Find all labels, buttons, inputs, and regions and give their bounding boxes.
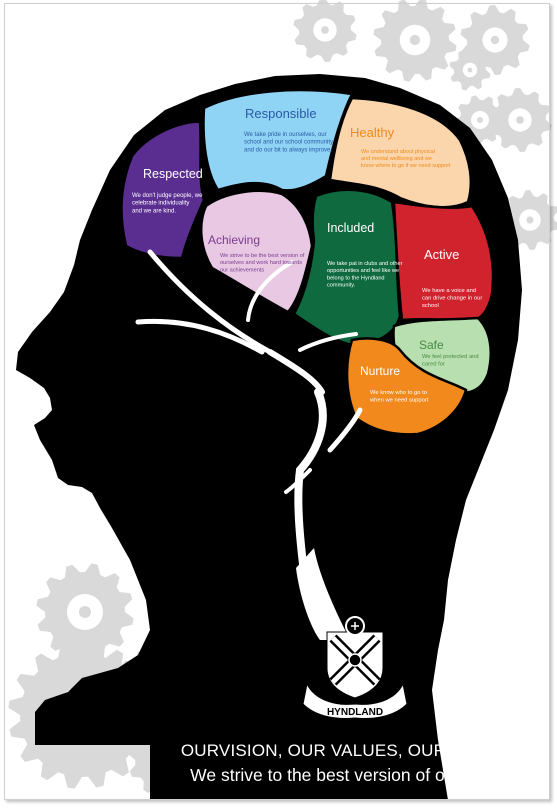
gear-hub [321, 26, 329, 34]
region-included-line: belong to the Hyndland [327, 275, 385, 281]
region-included-line: We take pat in clubs and other [327, 261, 403, 267]
region-nurture-shape [345, 337, 468, 436]
region-active-line: We have a voice and [422, 288, 476, 294]
region-nurture-line: when we need support [369, 397, 429, 403]
region-included-title: Included [327, 221, 374, 235]
region-active-shape [392, 200, 495, 322]
crest-banner-text: HYNDLAND [327, 707, 383, 718]
brain [120, 88, 495, 436]
region-active-title: Active [424, 247, 459, 262]
region-responsible-title: Responsible [245, 106, 317, 121]
gear-hub [526, 216, 534, 224]
region-healthy-line: and mental wellbeing and we [361, 156, 432, 162]
gear-hub [409, 34, 421, 46]
gear-hub [467, 67, 473, 73]
region-healthy-line: We understand about physical [361, 149, 435, 155]
crest-banner [302, 682, 408, 719]
region-respected-shape [120, 120, 206, 260]
region-safe-line: We feel protected and [422, 354, 479, 360]
region-included-line: community. [327, 283, 356, 289]
school-crest: HYNDLAND [302, 616, 408, 719]
region-respected-title: Respected [143, 167, 203, 181]
region-achieving-line: We strive to be the best version of [220, 253, 305, 259]
region-responsible-text: We take pride in ourselves, our school an… [244, 132, 333, 153]
gear-hub [477, 117, 483, 123]
footer-vision: OURVISION, OUR VALUES, OURSCHOOL [180, 741, 520, 760]
region-responsible-shape [202, 88, 354, 192]
region-active-line: school [422, 303, 439, 309]
region-responsible-line: school and our school community [244, 140, 333, 146]
region-safe-line: cared for [422, 361, 445, 367]
region-healthy-title: Healthy [350, 125, 395, 140]
region-achieving-line: our achievements [220, 267, 264, 273]
tree-trunk [296, 548, 350, 640]
region-included-line: opportunities and feel like we [327, 268, 399, 274]
gear-hub [490, 35, 500, 45]
region-responsible-line: and do our bit to always improve. [244, 147, 332, 153]
region-respected-line: We don't judge people, we [132, 193, 203, 199]
footer-strapline: We strive to the best version of ourselv… [190, 765, 510, 785]
region-respected-line: celebrate individuality [132, 201, 189, 207]
region-active-line: can drive change in our [422, 295, 482, 301]
region-respected-text: We don't judge people, we celebrate indiv… [132, 193, 203, 214]
tree-lines [135, 249, 363, 576]
region-labels: Respected We don't judge people, we celeb… [132, 106, 482, 403]
gear-hub [516, 116, 524, 124]
region-achieving-shape [200, 189, 314, 314]
region-responsible-line: We take pride in ourselves, our [244, 132, 327, 138]
region-healthy-line: know where to go if we need support [361, 163, 451, 169]
region-nurture-line: We know who to go to [370, 390, 427, 396]
gear-hub [79, 606, 91, 618]
region-achieving-line: ourselves and work hard towards [220, 260, 302, 266]
region-safe-title: Safe [419, 338, 444, 352]
region-nurture-title: Nurture [360, 364, 400, 378]
region-achieving-title: Achieving [208, 233, 260, 247]
region-respected-line: and we are kind. [132, 208, 176, 214]
